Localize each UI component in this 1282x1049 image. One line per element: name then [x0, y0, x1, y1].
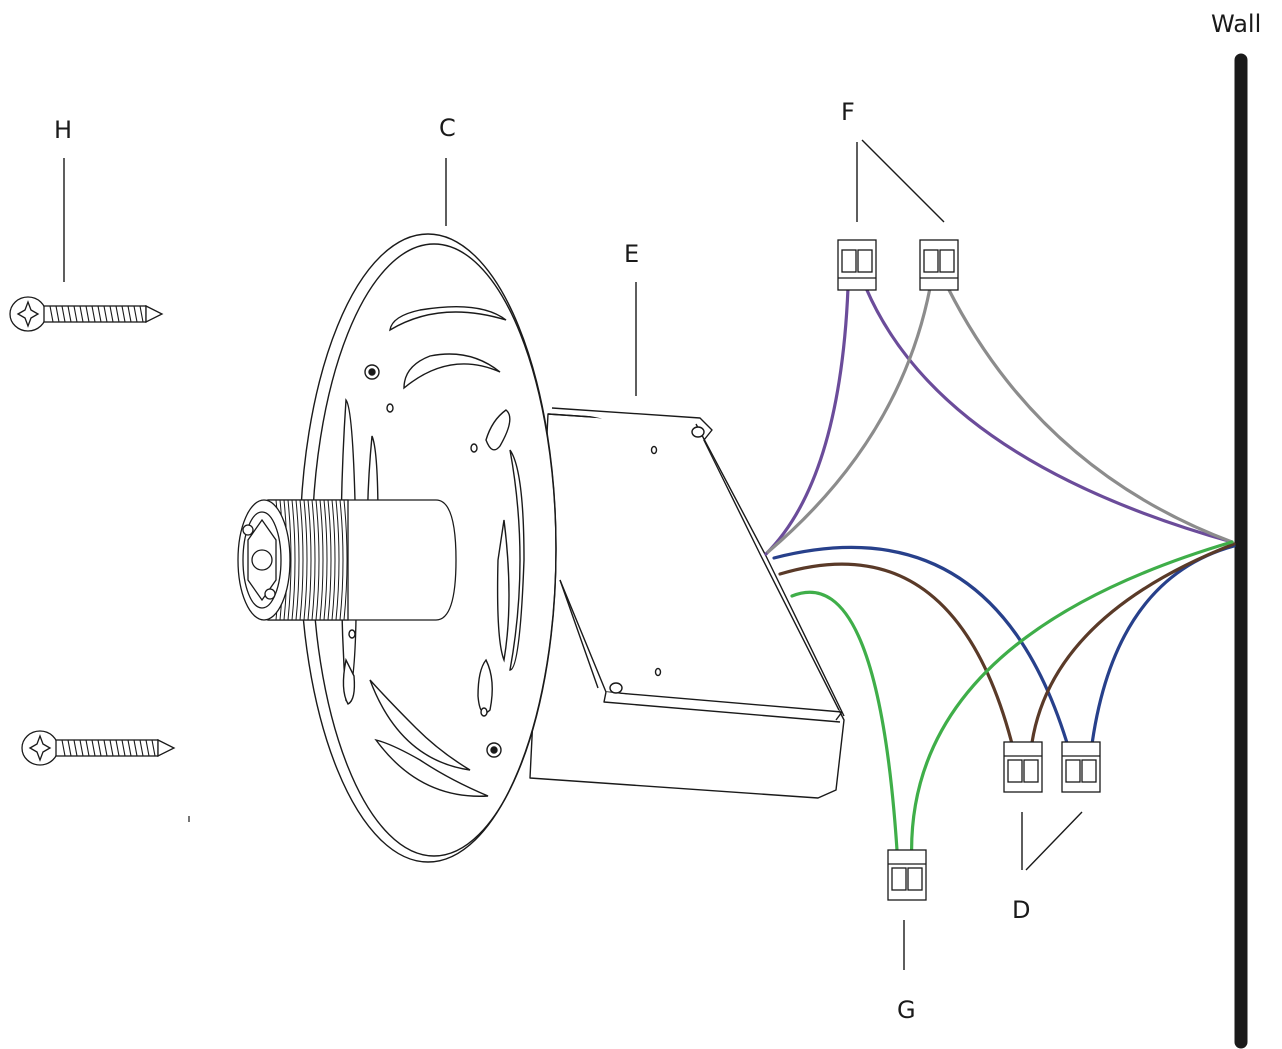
label-e: E: [624, 240, 640, 268]
connector-d2: [1061, 741, 1101, 793]
wire-brown-2: [1028, 542, 1236, 762]
wire-gray-1: [766, 286, 932, 554]
label-g: G: [897, 996, 916, 1024]
wire-brown-1: [778, 562, 1018, 762]
wire-blue-1: [772, 545, 1074, 762]
label-c: C: [439, 114, 456, 142]
wire-gray-2: [946, 286, 1234, 544]
junction-box: [529, 407, 845, 799]
leader-lines: [63, 139, 1083, 970]
wire-purple-1: [764, 286, 850, 556]
label-f: F: [841, 98, 855, 126]
wire-purple-2: [864, 286, 1234, 544]
label-wall: Wall: [1211, 10, 1262, 38]
screw-top: [9, 296, 164, 332]
threaded-nipple: [237, 499, 457, 621]
connector-f1: [837, 239, 877, 291]
screw-bottom: [21, 730, 176, 766]
connector-g: [887, 849, 927, 901]
label-d: D: [1012, 896, 1031, 924]
connector-d1: [1003, 741, 1043, 793]
wire-green-2: [909, 540, 1234, 868]
connector-f2: [919, 239, 959, 291]
wires: [764, 286, 1236, 868]
label-h: H: [54, 116, 73, 144]
wire-green-1: [790, 590, 900, 868]
